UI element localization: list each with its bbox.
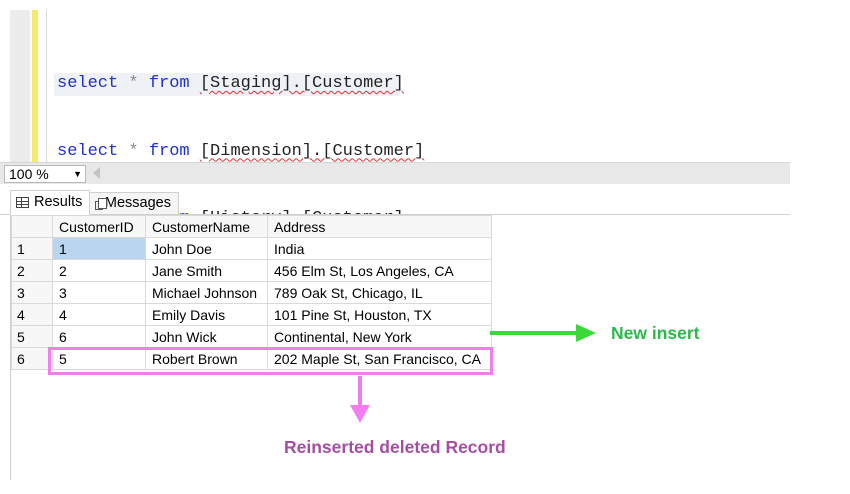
grid-cell[interactable]: Emily Davis <box>145 303 268 326</box>
grid-cell[interactable]: 456 Elm St, Los Angeles, CA <box>267 259 492 282</box>
table-row: 4 4 Emily Davis 101 Pine St, Houston, TX <box>11 303 492 326</box>
results-grid: CustomerID CustomerName Address 1 1 John… <box>11 215 492 370</box>
zoom-dropdown[interactable]: 100 % ▼ <box>4 165 86 183</box>
row-number-header[interactable] <box>11 215 53 238</box>
grid-cell[interactable]: 789 Oak St, Chicago, IL <box>267 281 492 304</box>
column-header[interactable]: Address <box>267 215 492 238</box>
query-editor[interactable]: select * from [Staging].[Customer] selec… <box>0 0 790 228</box>
grid-cell[interactable]: Michael Johnson <box>145 281 268 304</box>
row-number[interactable]: 2 <box>11 259 53 282</box>
code-line[interactable]: select * from [Staging].[Customer] <box>54 73 404 96</box>
table-row: 5 6 John Wick Continental, New York <box>11 325 492 348</box>
reinserted-label: Reinserted deleted Record <box>284 437 506 457</box>
grid-cell[interactable]: 4 <box>52 303 146 326</box>
grid-cell[interactable]: Jane Smith <box>145 259 268 282</box>
grid-icon <box>16 197 29 208</box>
messages-icon <box>95 197 107 210</box>
tab-results[interactable]: Results <box>10 190 91 215</box>
grid-cell[interactable]: 2 <box>52 259 146 282</box>
scroll-left-icon[interactable] <box>93 167 100 179</box>
new-insert-label: New insert <box>611 323 700 343</box>
results-tabs: Results Messages <box>0 188 790 215</box>
row-number[interactable]: 4 <box>11 303 53 326</box>
table-row: 3 3 Michael Johnson 789 Oak St, Chicago,… <box>11 281 492 304</box>
grid-cell[interactable]: 101 Pine St, Houston, TX <box>267 303 492 326</box>
row-number[interactable]: 1 <box>11 237 53 260</box>
column-header[interactable]: CustomerID <box>52 215 146 238</box>
grid-cell[interactable]: 6 <box>52 325 146 348</box>
arrow-right-icon <box>576 324 596 342</box>
tab-results-label: Results <box>34 194 83 210</box>
table-row: 2 2 Jane Smith 456 Elm St, Los Angeles, … <box>11 259 492 282</box>
zoom-value: 100 % <box>9 166 49 182</box>
reinserted-arrow <box>358 376 362 406</box>
column-header[interactable]: CustomerName <box>145 215 268 238</box>
row-number[interactable]: 6 <box>11 347 53 370</box>
reinserted-row-highlight <box>48 347 493 375</box>
editor-status-strip: 100 % ▼ <box>0 162 790 184</box>
row-number[interactable]: 3 <box>11 281 53 304</box>
grid-cell[interactable]: John Wick <box>145 325 268 348</box>
editor-separator <box>46 10 47 162</box>
grid-cell[interactable]: 3 <box>52 281 146 304</box>
editor-margin <box>10 10 30 162</box>
grid-cell[interactable]: John Doe <box>145 237 268 260</box>
arrow-down-icon <box>350 405 370 423</box>
grid-cell[interactable]: Continental, New York <box>267 325 492 348</box>
tab-messages[interactable]: Messages <box>89 192 179 215</box>
row-number[interactable]: 5 <box>11 325 53 348</box>
code-line[interactable]: select * from [Dimension].[Customer] <box>57 141 425 161</box>
grid-cell[interactable]: India <box>267 237 492 260</box>
chevron-down-icon[interactable]: ▼ <box>73 169 82 179</box>
grid-header-row: CustomerID CustomerName Address <box>11 215 492 238</box>
table-row: 1 1 John Doe India <box>11 237 492 260</box>
tab-messages-label: Messages <box>104 195 171 211</box>
grid-cell[interactable]: 1 <box>52 237 146 260</box>
change-tracking-bar <box>32 10 38 162</box>
new-insert-arrow <box>490 331 578 335</box>
